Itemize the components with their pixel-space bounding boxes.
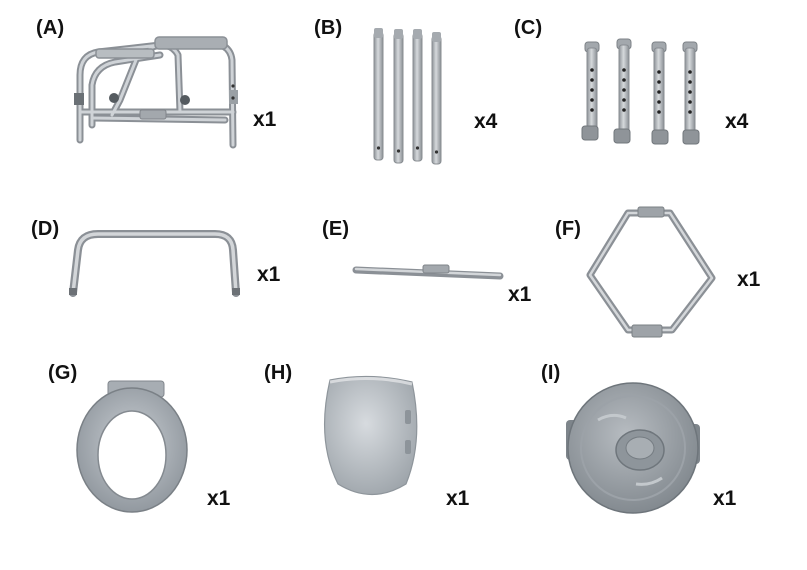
part-c-label: (C) <box>514 17 543 39</box>
part-e-quantity: x1 <box>508 283 532 306</box>
part-h-quantity: x1 <box>446 487 470 510</box>
part-i-quantity: x1 <box>713 487 737 510</box>
part-h-label: (H) <box>264 362 293 384</box>
part-a-quantity: x1 <box>253 108 277 131</box>
part-g-label: (G) <box>48 362 78 384</box>
part-a-label: (A) <box>36 17 65 39</box>
part-e-label: (E) <box>322 218 350 240</box>
part-f-quantity: x1 <box>737 268 761 291</box>
part-c-quantity: x4 <box>725 110 749 133</box>
part-i-pail-image <box>566 382 700 514</box>
part-d-quantity: x1 <box>257 263 281 286</box>
part-g-quantity: x1 <box>207 487 231 510</box>
part-c-leg-extensions-image <box>581 38 700 145</box>
part-a-frame-image <box>74 36 238 149</box>
part-f-seat-ring-image <box>586 206 716 338</box>
part-f-label: (F) <box>555 218 582 240</box>
part-i-label: (I) <box>541 362 561 384</box>
part-b-quantity: x4 <box>474 110 498 133</box>
part-g-toilet-seat-image <box>76 380 188 513</box>
part-d-label: (D) <box>31 218 60 240</box>
part-b-label: (B) <box>314 17 343 39</box>
part-d-crossbar-image <box>69 230 240 297</box>
part-b-leg-tubes-image <box>373 28 442 165</box>
part-h-lid-image <box>323 375 418 495</box>
part-e-straight-bar-image <box>352 264 504 280</box>
